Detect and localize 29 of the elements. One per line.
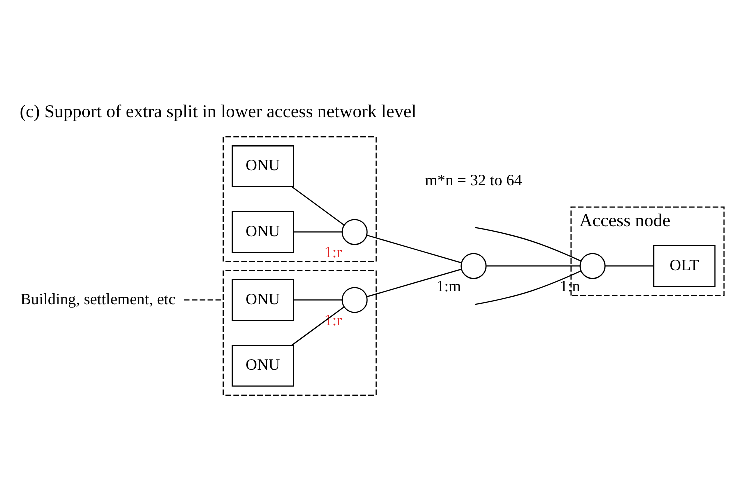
node-box: OLT (653, 245, 716, 288)
label: m*n = 32 to 64 (425, 172, 522, 190)
node-circle (580, 253, 606, 280)
connector (474, 227, 582, 262)
connector (605, 266, 654, 267)
connector (486, 266, 580, 267)
node-box: ONU (232, 279, 294, 322)
node-circle (460, 253, 487, 280)
node-label: 1:r (324, 312, 342, 330)
node-label: 1:n (560, 278, 580, 296)
node-circle (342, 287, 368, 314)
connector (184, 300, 224, 301)
node-box: ONU (232, 344, 294, 387)
node-label: 1:m (436, 278, 462, 296)
diagram-title: (c) Support of extra split in lower access network level (20, 102, 417, 122)
node-label: 1:r (324, 244, 342, 262)
connector (367, 234, 462, 264)
cluster (222, 136, 377, 262)
connector (474, 270, 582, 306)
node-circle (342, 219, 368, 246)
node-box: ONU (232, 211, 294, 254)
connector (294, 232, 342, 233)
node-box: ONU (232, 146, 294, 188)
connector (292, 306, 345, 346)
cluster (222, 270, 377, 396)
connector (294, 300, 342, 301)
connector (367, 268, 462, 298)
connector (292, 186, 345, 226)
node-text: Building, settlement, etc (20, 291, 176, 308)
